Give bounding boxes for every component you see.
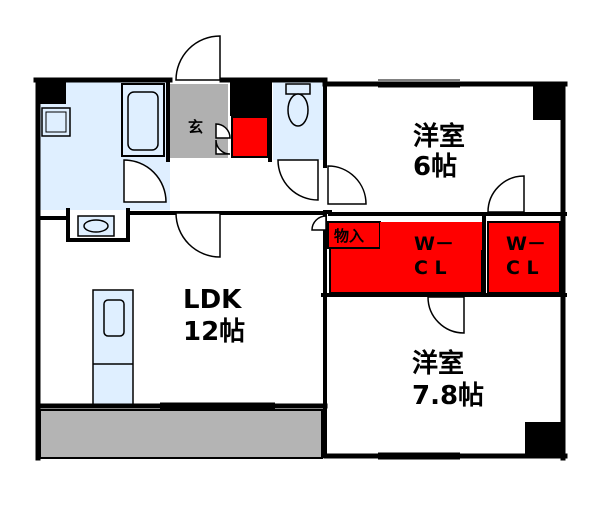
wcl-a-line2: C L [414,257,447,279]
entrance-label: 玄 [188,118,203,136]
ldk-size: 12帖 [183,317,245,347]
column-top-left [36,80,66,104]
walk-in-closet-a [329,247,483,294]
room-a-name: 洋室 [413,121,465,152]
entrance-floor [170,84,228,158]
doors [123,35,525,334]
kitchen-sink [103,299,125,337]
wcl-b-line2: C L [506,257,539,279]
room-a-size: 6帖 [413,152,457,182]
column-bottom-right [525,422,563,458]
shoe-cabinet [231,116,269,158]
ldk-name: LDK [183,285,242,315]
storage-label: 物入 [334,227,364,245]
wash-basin [77,215,115,237]
column-top-right [533,84,563,120]
balcony [39,409,323,459]
wcl-b-line1: W－ [506,233,546,255]
washing-machine [41,107,71,137]
walk-in-closet-b [487,221,561,294]
room-b-size: 7.8帖 [412,381,484,411]
room-b-name: 洋室 [412,348,464,379]
toilet [285,83,311,95]
column-entrance [230,80,270,116]
wcl-a-line1: W－ [414,233,454,255]
windows [160,79,460,460]
walk-in-closet-a-upper [380,222,482,250]
